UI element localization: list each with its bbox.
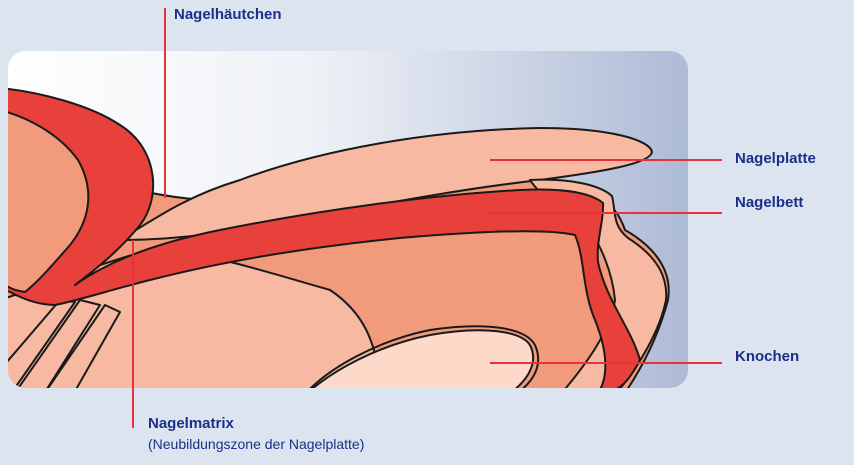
label-matrix-subtitle: (Neubildungszone der Nagelplatte) [148,436,364,452]
label-nail-bed: Nagelbett [735,194,803,211]
label-matrix: Nagelmatrix [148,415,234,432]
label-cuticle: Nagelhäutchen [174,6,282,23]
label-nail-plate: Nagelplatte [735,150,816,167]
label-bone: Knochen [735,348,799,365]
